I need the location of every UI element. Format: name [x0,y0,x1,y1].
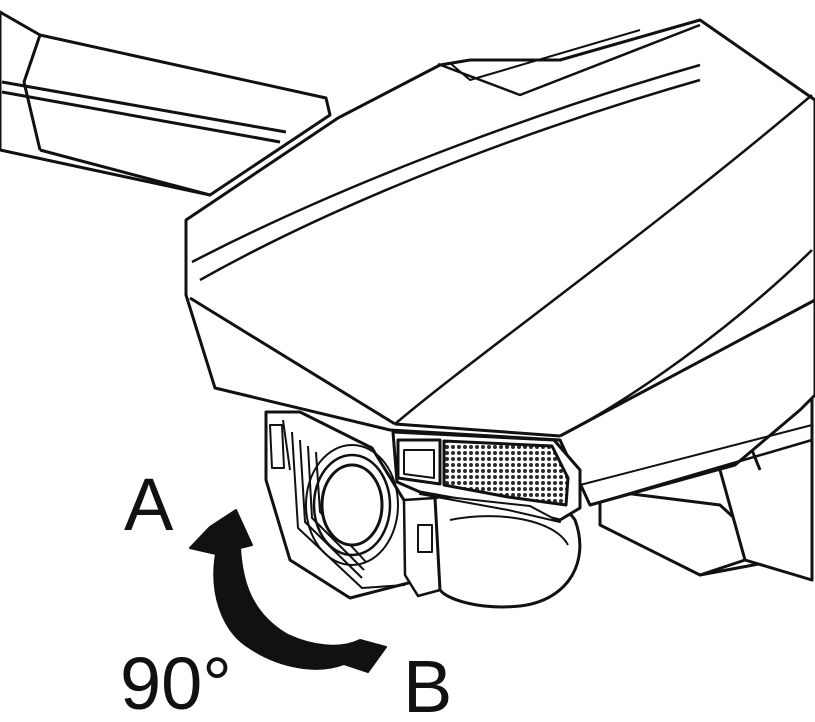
rotation-arrow-path [189,509,387,673]
drone-arm [0,10,332,197]
front-vision-sensor [391,430,582,523]
label-position-b: B [403,645,452,722]
rotation-arrow [189,509,387,673]
label-rotation-angle: 90° [120,642,232,722]
drone-top-shell [184,18,815,507]
label-position-a: A [124,463,174,546]
